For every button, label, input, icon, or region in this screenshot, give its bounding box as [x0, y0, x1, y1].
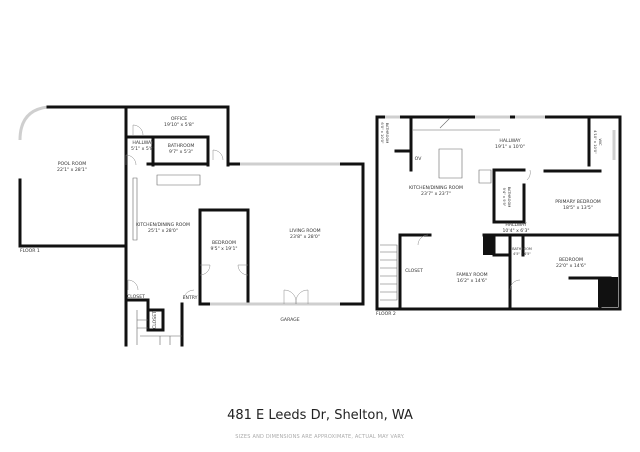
- room-label: BEDROOM: [559, 257, 583, 263]
- room-label: BATHROOM: [168, 143, 195, 149]
- floor-label: FLOOR 2: [376, 311, 396, 317]
- room-label: BEDROOM: [212, 240, 236, 246]
- closet-label: CLOSET: [405, 268, 423, 274]
- room-label: HALLWAY: [132, 140, 153, 146]
- room-label: PRIMARY BEDROOM: [555, 199, 601, 205]
- property-address: 481 E Leeds Dr, Shelton, WA: [227, 408, 413, 423]
- floor-1-plan: POOL ROOM 22'1" x 28'1" OFFICE 19'10" x …: [18, 105, 365, 347]
- closet-label: CLOSET: [127, 294, 145, 300]
- room-size: 9'4" x 9'9": [502, 188, 506, 207]
- closet-label: CLOSET: [152, 311, 158, 329]
- room-size: 19'1" x 10'0": [495, 144, 525, 150]
- room-size: 22'0" x 14'6": [556, 263, 586, 269]
- pool-room-curved-window: [18, 105, 49, 141]
- room-size: 25'1" x 28'0": [148, 228, 178, 234]
- room-label: KITCHEN/DINING ROOM: [136, 222, 190, 228]
- entry-label: ENTRY: [183, 295, 198, 301]
- oven-label: OV: [415, 156, 423, 162]
- room-label: FAMILY ROOM: [456, 272, 487, 278]
- room-size: 16'2" x 14'6": [457, 278, 487, 284]
- room-size: 4'5" x 4'5": [513, 252, 531, 256]
- room-size: 22'1" x 28'1": [57, 167, 87, 173]
- room-label: KITCHEN/DINING ROOM: [409, 185, 463, 191]
- room-size: 18'5" x 13'5": [563, 205, 593, 211]
- room-label: POOL ROOM: [58, 161, 86, 167]
- disclaimer-text: SIZES AND DIMENSIONS ARE APPROXIMATE, AC…: [235, 434, 405, 440]
- floor-2-fixture: [598, 277, 618, 307]
- floor-2-plan: HALLWAY 19'1" x 10'0" KITCHEN/DINING ROO…: [375, 115, 622, 317]
- room-label: BATHROOM: [507, 187, 511, 208]
- room-size: 23'8" x 28'0": [290, 234, 320, 240]
- floor-2-fixture: [483, 235, 493, 255]
- room-size: 10'4" x 6'3": [502, 228, 529, 234]
- room-size: 6'0" x 10'0": [380, 122, 384, 143]
- room-label: OFFICE: [171, 116, 187, 122]
- room-label: BATHROOM: [512, 247, 532, 251]
- floor-label: FLOOR 1: [20, 248, 40, 254]
- room-size: 5'1" x 5'8": [131, 146, 155, 152]
- room-size: 23'7" x 23'7": [421, 191, 451, 197]
- room-size: 19'10" x 5'8": [164, 122, 194, 128]
- room-label: WIC: [598, 138, 602, 146]
- room-size: 9'5" x 19'1": [210, 246, 237, 252]
- garage-label: GARAGE: [280, 317, 299, 323]
- room-label: LIVING ROOM: [289, 228, 320, 234]
- room-label: HALLWAY: [505, 222, 526, 228]
- room-label: HALLWAY: [499, 138, 520, 144]
- room-size: 9'7" x 5'3": [169, 149, 193, 155]
- room-size: 4'10" x 10'0": [593, 130, 597, 154]
- room-label: BATHROOM: [385, 123, 389, 144]
